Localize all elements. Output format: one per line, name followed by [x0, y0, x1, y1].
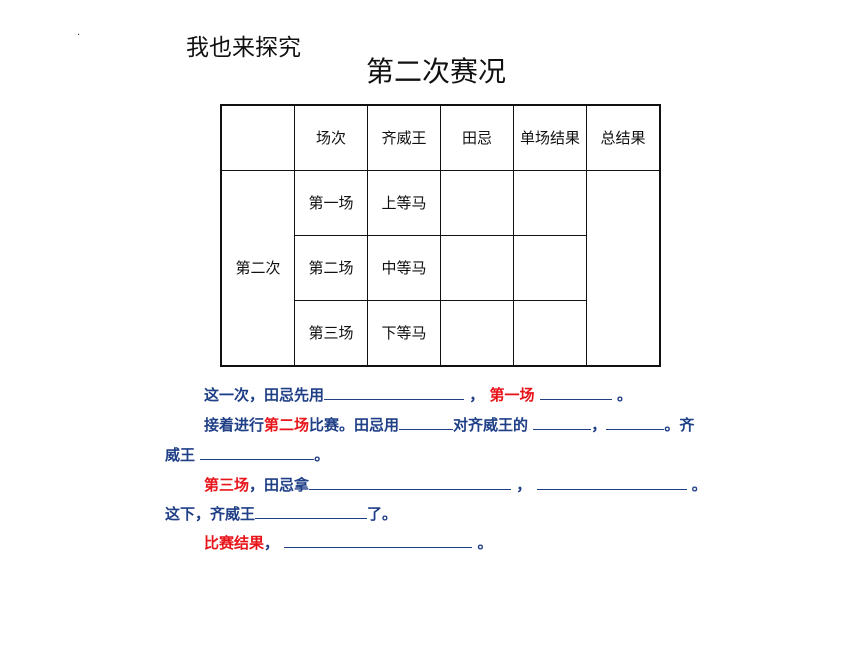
header-cell-total-result: 总结果: [586, 104, 661, 171]
blank-field[interactable]: [399, 415, 454, 430]
passage-line-2: 接着进行第二场比赛。田忌用 对齐威王的 ， 。齐: [204, 414, 694, 435]
text-segment: 威王: [165, 446, 196, 464]
text-segment: 。: [477, 534, 493, 552]
header-cell-single-result: 单场结果: [513, 104, 587, 171]
table-row: 第三场 下等马: [221, 300, 660, 367]
table-header-row: 场次 齐威王 田忌 单场结果 总结果: [220, 104, 661, 171]
text-segment: ，: [591, 416, 607, 434]
blank-field[interactable]: [200, 445, 315, 460]
section-heading: 我也来探究: [186, 35, 301, 61]
text-segment: 。齐: [664, 416, 695, 434]
header-cell-king: 齐威王: [367, 104, 441, 171]
single-result-cell[interactable]: [513, 235, 587, 301]
single-result-cell[interactable]: [513, 170, 587, 236]
tian-horse-cell[interactable]: [440, 170, 514, 236]
text-segment: ，: [264, 534, 280, 552]
highlight-text: 第二场: [264, 416, 310, 434]
passage-line-5: 这下，齐威王 了。: [165, 503, 397, 524]
blank-field[interactable]: [539, 385, 612, 400]
text-segment: 接着进行: [204, 416, 265, 434]
table-row: 第二次 第一场 上等马: [220, 170, 661, 367]
king-horse-cell: 上等马: [367, 170, 441, 236]
text-segment: 。: [691, 476, 707, 494]
tian-horse-cell[interactable]: [440, 300, 514, 367]
single-result-cell[interactable]: [513, 300, 587, 367]
text-segment: 。: [314, 446, 330, 464]
king-horse-cell: 中等马: [367, 235, 441, 301]
round-cell: 第二场: [294, 235, 368, 301]
text-segment: 了。: [367, 505, 398, 523]
round-cell: 第一场: [294, 170, 368, 236]
text-segment: 。: [616, 386, 632, 404]
dot-mark: ·: [77, 30, 81, 41]
blank-field[interactable]: [536, 475, 687, 490]
blank-field[interactable]: [533, 415, 592, 430]
round-cell: 第三场: [294, 300, 368, 367]
highlight-text: 第三场: [204, 476, 250, 494]
total-result-cell[interactable]: [586, 170, 661, 367]
passage-line-4: 第三场，田忌拿 ， 。: [204, 474, 707, 495]
blank-field[interactable]: [309, 475, 512, 490]
page-title: 第二次赛况: [366, 55, 507, 88]
king-horse-cell: 下等马: [367, 300, 441, 367]
passage-line-1: 这一次，田忌先用 ， 第一场 。: [204, 384, 632, 405]
passage-line-6: 比赛结果， 。: [204, 532, 493, 553]
header-cell-tian: 田忌: [440, 104, 514, 171]
group-label-cell: 第二次: [220, 170, 295, 367]
race-table: 场次 齐威王 田忌 单场结果 总结果 第二次 第一场 上等马 第二场 中等马 第…: [220, 104, 661, 367]
text-segment: 对齐威王的: [453, 416, 529, 434]
text-segment: 这下，齐威王: [165, 505, 256, 523]
text-segment: ，田忌拿: [249, 476, 310, 494]
blank-field[interactable]: [324, 385, 465, 400]
blank-field[interactable]: [284, 533, 473, 548]
header-cell-round: 场次: [294, 104, 368, 171]
tian-horse-cell[interactable]: [440, 235, 514, 301]
highlight-text: 比赛结果: [204, 534, 265, 552]
table-row: 第二场 中等马: [221, 235, 660, 301]
passage-line-3: 威王 。: [165, 444, 329, 465]
blank-field[interactable]: [606, 415, 665, 430]
text-segment: ，: [516, 476, 532, 494]
blank-field[interactable]: [255, 504, 368, 519]
highlight-text: 第一场: [489, 386, 535, 404]
header-cell-empty: [220, 104, 295, 171]
text-segment: 这一次，田忌先用: [204, 386, 325, 404]
text-segment: 比赛。田忌用: [309, 416, 400, 434]
text-segment: ，: [469, 386, 485, 404]
